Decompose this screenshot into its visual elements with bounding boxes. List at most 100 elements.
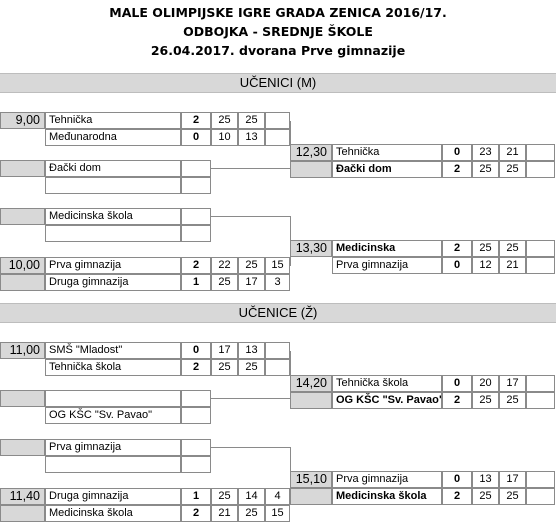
set-score: 25 [238, 112, 265, 129]
team-name: Tehnička škola [332, 375, 442, 392]
empty-cell [45, 390, 181, 407]
set-score [265, 129, 290, 146]
match-time: 12,30 [290, 144, 332, 161]
team-name-winner: OG KŠC "Sv. Pavao" [332, 392, 442, 409]
sets-won: 2 [181, 505, 211, 522]
set-score [265, 359, 290, 376]
set-score: 12 [472, 257, 499, 274]
set-score: 17 [499, 375, 526, 392]
set-score: 13 [472, 471, 499, 488]
team-name: Tehnička [332, 144, 442, 161]
bracket-line [210, 168, 290, 169]
set-score: 25 [211, 359, 238, 376]
team-name: Tehnička [45, 112, 181, 129]
team-name: Medicinska škola [45, 505, 181, 522]
sets-won: 2 [442, 161, 472, 178]
sets-won: 2 [181, 257, 211, 274]
set-score: 15 [265, 257, 290, 274]
set-score: 15 [265, 505, 290, 522]
set-score: 3 [265, 274, 290, 291]
empty-cell [526, 471, 555, 488]
team-name: Đački dom [45, 160, 181, 177]
set-score: 25 [472, 161, 499, 178]
team-name: Medicinska škola [45, 208, 181, 225]
set-score: 25 [499, 392, 526, 409]
sets-won: 2 [442, 488, 472, 505]
set-score: 4 [265, 488, 290, 505]
set-score: 25 [499, 240, 526, 257]
empty-cell [181, 225, 211, 242]
team-name: Prva gimnazija [45, 439, 181, 456]
team-name: Prva gimnazija [332, 257, 442, 274]
empty-cell [526, 257, 555, 274]
set-score: 13 [238, 342, 265, 359]
empty-cell [181, 456, 211, 473]
sets-won: 2 [442, 240, 472, 257]
empty-cell [181, 208, 211, 225]
sets-won: 0 [442, 257, 472, 274]
bracket-spacer [0, 390, 45, 407]
empty-cell [45, 456, 181, 473]
match-time: 11,00 [0, 342, 45, 359]
sets-won: 0 [181, 129, 211, 146]
bracket-spacer [0, 208, 45, 225]
match-time: 10,00 [0, 257, 45, 274]
set-score: 13 [238, 129, 265, 146]
empty-cell [526, 392, 555, 409]
bracket-spacer [0, 160, 45, 177]
empty-cell [181, 390, 211, 407]
empty-cell [181, 439, 211, 456]
set-score: 17 [499, 471, 526, 488]
empty-cell [526, 375, 555, 392]
bracket-spacer [0, 505, 45, 522]
team-name: Druga gimnazija [45, 488, 181, 505]
team-name: Druga gimnazija [45, 274, 181, 291]
sets-won: 1 [181, 488, 211, 505]
team-name: Međunarodna [45, 129, 181, 146]
bracket-spacer [290, 161, 332, 178]
set-score: 25 [499, 161, 526, 178]
set-score: 25 [238, 505, 265, 522]
set-score: 25 [472, 488, 499, 505]
sets-won: 2 [442, 392, 472, 409]
set-score [265, 112, 290, 129]
empty-cell [45, 177, 181, 194]
team-name: SMŠ "Mladost" [45, 342, 181, 359]
bracket-spacer [0, 439, 45, 456]
set-score: 25 [472, 240, 499, 257]
sets-won: 0 [442, 144, 472, 161]
set-score: 22 [211, 257, 238, 274]
set-score: 25 [211, 112, 238, 129]
match-time: 11,40 [0, 488, 45, 505]
section-girls-header: UČENICE (Ž) [0, 303, 556, 323]
set-score: 25 [211, 274, 238, 291]
bracket-line [210, 398, 290, 399]
team-name: OG KŠC "Sv. Pavao" [45, 407, 181, 424]
team-name-winner: Medicinska škola [332, 488, 442, 505]
set-score: 25 [238, 359, 265, 376]
team-name-winner: Đački dom [332, 161, 442, 178]
team-name: Prva gimnazija [332, 471, 442, 488]
sets-won: 0 [442, 375, 472, 392]
set-score [265, 342, 290, 359]
section-boys-header: UČENICI (M) [0, 73, 556, 93]
match-time: 13,30 [290, 240, 332, 257]
bracket-line [210, 447, 290, 448]
sets-won: 2 [181, 359, 211, 376]
set-score: 20 [472, 375, 499, 392]
sets-won: 1 [181, 274, 211, 291]
sets-won: 0 [442, 471, 472, 488]
bracket-spacer [290, 392, 332, 409]
set-score: 17 [211, 342, 238, 359]
set-score: 25 [472, 392, 499, 409]
team-name: Prva gimnazija [45, 257, 181, 274]
title-line-2: ODBOJKA - SREDNJE ŠKOLE [183, 24, 373, 39]
set-score: 10 [211, 129, 238, 146]
set-score: 14 [238, 488, 265, 505]
sets-won: 0 [181, 342, 211, 359]
match-time: 15,10 [290, 471, 332, 488]
empty-cell [526, 144, 555, 161]
match-time: 9,00 [0, 112, 45, 129]
set-score: 21 [499, 257, 526, 274]
set-score: 25 [238, 257, 265, 274]
